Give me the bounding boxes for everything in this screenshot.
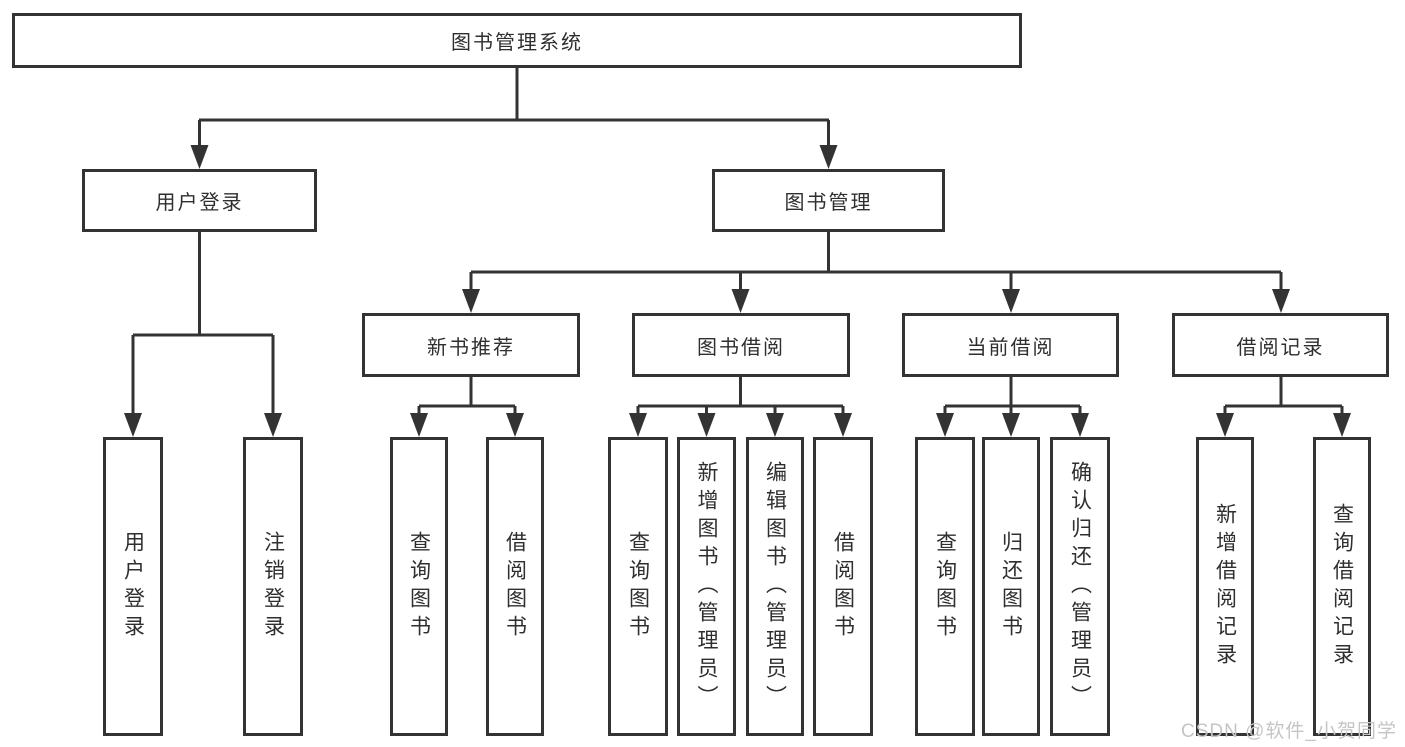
edge-user-login-to-leaves xyxy=(124,232,282,437)
node-book-management: 图书管理 xyxy=(712,169,945,232)
node-label: 借阅图书 xyxy=(503,530,527,643)
node-label: 图书管理 xyxy=(784,192,873,214)
edge-book-borrowing-to-leaves xyxy=(629,377,852,437)
leaf-add-books-admin: 新增图书（管理员） xyxy=(677,437,736,736)
node-label: 用户登录 xyxy=(155,192,244,214)
leaf-borrow-books-recommend: 借阅图书 xyxy=(486,437,544,736)
leaf-confirm-return-admin: 确认归还（管理员） xyxy=(1050,437,1110,736)
node-label: 借阅图书 xyxy=(831,530,855,643)
node-label: 新增图书（管理员） xyxy=(695,460,718,713)
node-label: 当前借阅 xyxy=(966,336,1055,359)
edge-current-borrowing-to-leaves xyxy=(936,377,1089,437)
leaf-add-borrow-record: 新增借阅记录 xyxy=(1196,437,1254,736)
edge-borrowing-records-to-leaves xyxy=(1216,377,1351,437)
leaf-user-login: 用户登录 xyxy=(103,437,163,736)
node-borrowing-records: 借阅记录 xyxy=(1172,313,1389,377)
node-user-login: 用户登录 xyxy=(82,169,317,232)
node-label: 查询图书 xyxy=(933,530,957,643)
node-label: 编辑图书（管理员） xyxy=(763,460,787,713)
leaf-query-books-recommend: 查询图书 xyxy=(390,437,448,736)
node-current-borrowing: 当前借阅 xyxy=(902,313,1119,377)
leaf-query-books-borrowing: 查询图书 xyxy=(608,437,668,736)
leaf-edit-books-admin: 编辑图书（管理员） xyxy=(746,437,804,736)
edge-new-book-recommend-to-leaves xyxy=(410,377,524,437)
edge-root-to-level2 xyxy=(190,68,838,169)
leaf-logout: 注销登录 xyxy=(243,437,303,736)
leaf-query-borrow-record: 查询借阅记录 xyxy=(1313,437,1371,736)
node-label: 查询图书 xyxy=(626,530,650,643)
node-label: 用户登录 xyxy=(121,530,145,643)
node-label: 归还图书 xyxy=(999,530,1023,643)
node-book-borrowing: 图书借阅 xyxy=(632,313,850,377)
node-label: 图书管理系统 xyxy=(451,32,583,54)
csdn-watermark: CSDN @软件_小贺同学 xyxy=(1181,721,1397,742)
leaf-query-books-current: 查询图书 xyxy=(915,437,975,736)
edge-book-management-to-level3 xyxy=(462,232,1290,313)
node-label: 查询图书 xyxy=(407,530,431,643)
node-label: 注销登录 xyxy=(261,530,285,643)
node-label: 图书借阅 xyxy=(697,336,785,359)
node-label: 新增借阅记录 xyxy=(1213,502,1237,671)
node-label: 借阅记录 xyxy=(1236,336,1325,359)
node-library-management-system: 图书管理系统 xyxy=(12,13,1022,68)
leaf-return-books: 归还图书 xyxy=(982,437,1040,736)
node-label: 查询借阅记录 xyxy=(1330,502,1354,671)
leaf-borrow-books-borrowing: 借阅图书 xyxy=(813,437,873,736)
node-label: 新书推荐 xyxy=(427,336,515,359)
node-new-book-recommend: 新书推荐 xyxy=(362,313,580,377)
node-label: 确认归还（管理员） xyxy=(1068,460,1092,713)
